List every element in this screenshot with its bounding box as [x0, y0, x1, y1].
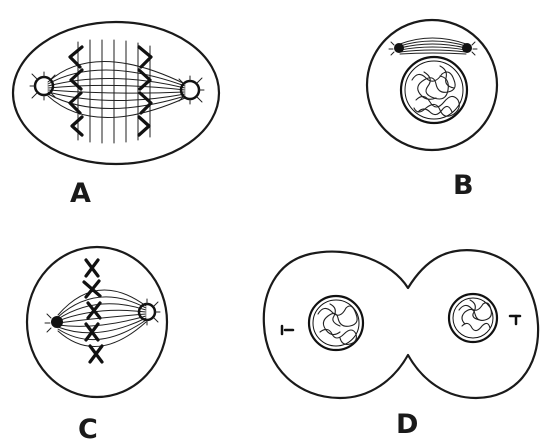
cell-d-right-nucleus — [449, 294, 497, 342]
cell-b-membrane — [367, 20, 497, 150]
cell-b-left-centrosome — [389, 42, 404, 55]
cell-b-spindle-fibers — [400, 38, 466, 54]
panel-label-d: D — [396, 409, 418, 440]
cell-b-nucleus — [401, 57, 467, 123]
panel-b: B — [367, 20, 497, 201]
panel-a: A — [13, 22, 219, 209]
panel-label-c: C — [78, 414, 98, 445]
panel-label-a: A — [70, 178, 91, 209]
cell-a-spindle-fibers — [48, 40, 185, 143]
panel-label-b: B — [453, 170, 474, 201]
cell-a-chromosomes-left — [70, 47, 82, 135]
cell-d-left-nucleus — [309, 296, 363, 350]
cell-d-left-centrosome — [282, 326, 293, 334]
panel-d: D — [264, 250, 538, 440]
cell-b-right-centrosome — [462, 42, 477, 55]
cell-c-left-centrosome — [45, 314, 63, 332]
panel-c: C — [27, 247, 167, 445]
cell-c-spindle-fibers — [58, 290, 146, 347]
cell-d-right-centrosome — [510, 316, 520, 324]
cell-a-chromosomes-right — [139, 47, 151, 135]
